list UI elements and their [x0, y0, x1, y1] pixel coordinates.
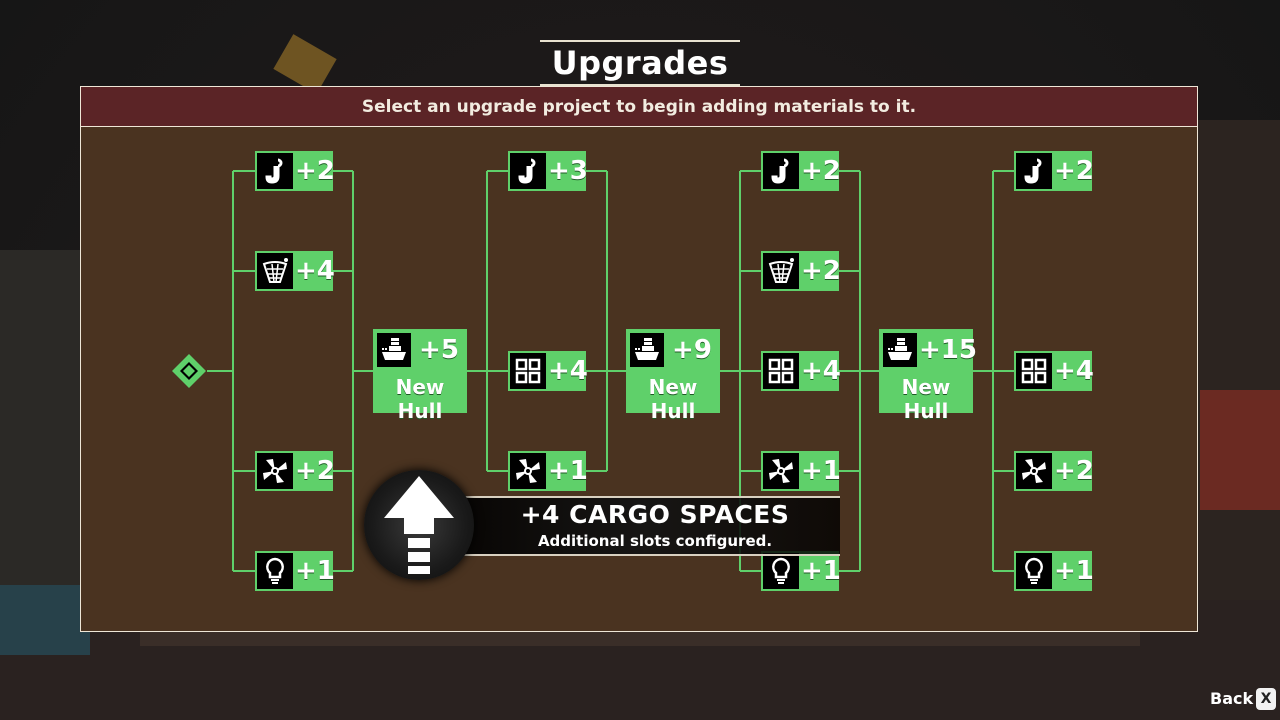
upgrade-value: +1 — [295, 556, 335, 586]
upgrade-value: +2 — [801, 256, 841, 286]
upgrade-value: +4 — [801, 356, 841, 386]
upgrade-node-net-3[interactable]: +2 — [761, 251, 841, 291]
upgrade-node-engine-1[interactable]: +2 — [255, 451, 335, 491]
fishing-rod-icon — [763, 153, 799, 189]
instruction-text: Select an upgrade project to begin addin… — [361, 97, 917, 117]
back-key-hint: X — [1256, 688, 1276, 710]
tooltip-subtitle: Additional slots configured. — [537, 532, 773, 550]
engine-fan-icon — [1016, 453, 1052, 489]
upgrade-node-engine-3[interactable]: +1 — [761, 451, 841, 491]
upgrade-value: +4 — [548, 356, 588, 386]
trawl-net-icon — [763, 253, 799, 289]
upgrade-node-rod-4[interactable]: +2 — [1014, 151, 1094, 191]
upgrade-node-light-3[interactable]: +1 — [761, 551, 841, 591]
upgrade-value: +1 — [548, 456, 588, 486]
hull-label: New Hull — [395, 375, 445, 423]
cargo-grid-icon — [763, 353, 799, 389]
up-arrow-icon — [384, 476, 454, 574]
upgrade-node-hull-1[interactable]: +5 New Hull — [373, 329, 467, 423]
ship-icon — [630, 333, 664, 367]
upgrade-node-engine-4[interactable]: +2 — [1014, 451, 1094, 491]
ship-icon — [883, 333, 917, 367]
upgrade-node-hull-2[interactable]: +9 New Hull — [626, 329, 720, 423]
title-block: Upgrades — [540, 40, 740, 86]
upgrade-value: +1 — [1054, 556, 1094, 586]
light-bulb-icon — [763, 553, 799, 589]
fishing-rod-icon — [257, 153, 293, 189]
trawl-net-icon — [257, 253, 293, 289]
upgrade-value: +3 — [548, 156, 588, 186]
instruction-banner: Select an upgrade project to begin addin… — [81, 87, 1197, 127]
upgrade-node-engine-2[interactable]: +1 — [508, 451, 588, 491]
upgrade-node-cargo-4[interactable]: +4 — [1014, 351, 1094, 391]
upgrade-value: +1 — [801, 456, 841, 486]
tooltip-badge — [364, 470, 474, 580]
cargo-grid-icon — [1016, 353, 1052, 389]
upgrade-value: +4 — [1054, 356, 1094, 386]
fishing-rod-icon — [510, 153, 546, 189]
upgrade-node-light-4[interactable]: +1 — [1014, 551, 1094, 591]
upgrade-node-cargo-2[interactable]: +4 — [508, 351, 588, 391]
upgrade-value: +4 — [295, 256, 335, 286]
engine-fan-icon — [510, 453, 546, 489]
hull-label: New Hull — [901, 375, 951, 423]
upgrade-node-net-1[interactable]: +4 — [255, 251, 335, 291]
upgrade-tooltip — [450, 496, 840, 556]
upgrade-node-rod-1[interactable]: +2 — [255, 151, 335, 191]
ship-icon — [377, 333, 411, 367]
upgrade-value: +2 — [1054, 456, 1094, 486]
upgrade-node-rod-3[interactable]: +2 — [761, 151, 841, 191]
back-button[interactable]: Back — [1210, 689, 1254, 708]
hull-value: +15 — [919, 335, 977, 365]
start-diamond-icon — [172, 354, 206, 388]
upgrade-value: +2 — [801, 156, 841, 186]
upgrade-node-hull-3[interactable]: +15 New Hull — [879, 329, 977, 423]
page-title: Upgrades — [551, 44, 729, 82]
upgrade-value: +1 — [801, 556, 841, 586]
fishing-rod-icon — [1016, 153, 1052, 189]
upgrade-value: +2 — [295, 456, 335, 486]
hull-value: +9 — [672, 335, 712, 365]
upgrade-node-cargo-3[interactable]: +4 — [761, 351, 841, 391]
tooltip-title: +4 CARGO SPACES — [520, 500, 790, 529]
upgrade-node-light-1[interactable]: +1 — [255, 551, 335, 591]
hull-label: New Hull — [648, 375, 698, 423]
engine-fan-icon — [257, 453, 293, 489]
hull-value: +5 — [419, 335, 459, 365]
upgrade-node-rod-2[interactable]: +3 — [508, 151, 588, 191]
engine-fan-icon — [763, 453, 799, 489]
upgrade-value: +2 — [1054, 156, 1094, 186]
light-bulb-icon — [257, 553, 293, 589]
upgrade-value: +2 — [295, 156, 335, 186]
light-bulb-icon — [1016, 553, 1052, 589]
cargo-grid-icon — [510, 353, 546, 389]
